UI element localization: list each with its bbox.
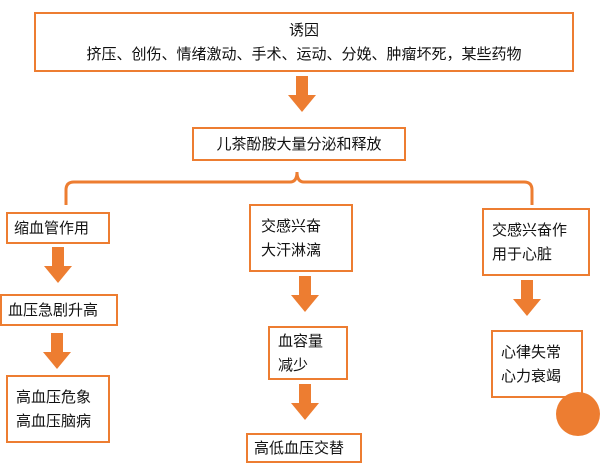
bp-rise-text: 血压急剧升高 [8,301,99,319]
decrease-text: 减少 [278,356,309,374]
arrow-cause-to-release [288,76,316,112]
arrow-middle-2 [291,384,319,420]
release-text: 儿茶酚胺大量分泌和释放 [216,135,382,153]
cardiac-sympathetic-box: 交感兴奋作 用于心脏 [482,208,590,276]
arrow-left-2 [43,333,71,369]
hypertensive-encephalopathy-text: 高血压脑病 [16,412,92,430]
arrow-right-1 [513,280,541,316]
cause-box: 诱因 挤压、创伤、情绪激动、手术、运动、分娩、肿瘤坏死，某些药物 [34,12,574,72]
arrhythmia-text: 心律失常 [501,343,562,361]
bp-alternation-text: 高低血压交替 [254,439,345,457]
release-box: 儿茶酚胺大量分泌和释放 [192,127,406,161]
sympathetic-text: 交感兴奋 [261,217,322,235]
cardiac-sympathetic-text-2: 用于心脏 [492,245,553,263]
decorative-circle [556,392,600,436]
sweating-text: 大汗淋漓 [261,241,322,259]
arrow-left-1 [44,247,72,283]
bp-alternation-box: 高低血压交替 [246,433,362,463]
heart-failure-text: 心力衰竭 [501,367,562,385]
cause-title: 诱因 [288,21,319,39]
vasoconstriction-box: 缩血管作用 [6,212,110,244]
cardiac-sympathetic-text-1: 交感兴奋作 [492,221,568,239]
hypertensive-crisis-text: 高血压危象 [16,388,92,406]
sympathetic-sweat-box: 交感兴奋 大汗淋漓 [249,204,353,272]
arrow-middle-1 [291,276,319,312]
arrhythmia-box: 心律失常 心力衰竭 [491,330,583,398]
cause-detail: 挤压、创伤、情绪激动、手术、运动、分娩、肿瘤坏死，某些药物 [86,45,522,63]
blood-volume-box: 血容量 减少 [268,326,348,380]
vasoconstriction-text: 缩血管作用 [14,219,90,237]
hypertensive-box: 高血压危象 高血压脑病 [6,375,110,443]
branch-bracket [64,171,534,205]
blood-volume-text: 血容量 [278,332,324,350]
bp-rise-box: 血压急剧升高 [0,294,118,326]
